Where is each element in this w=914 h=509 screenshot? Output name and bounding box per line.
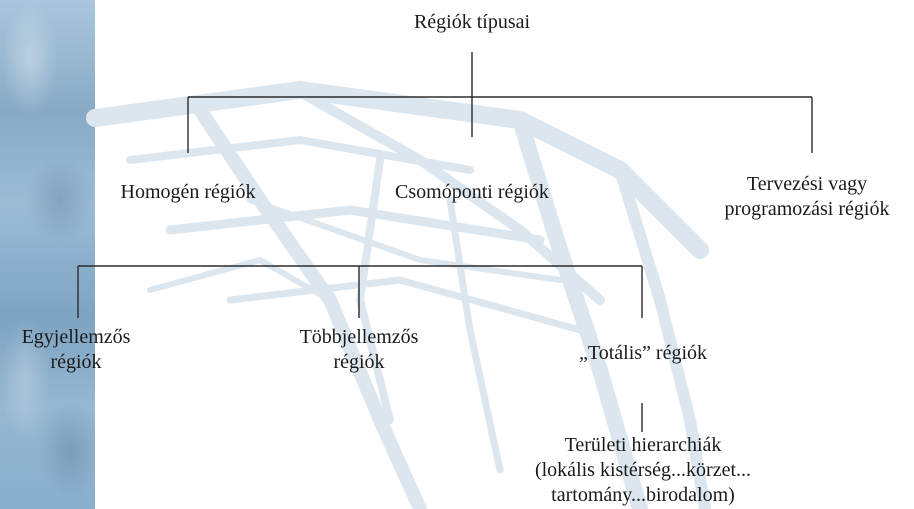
tobbjellemzos-label-line2: régiók (333, 351, 385, 373)
node-csomoponti-regiok: Csomóponti régiók (360, 181, 584, 203)
node-homogen-regiok: Homogén régiók (88, 181, 288, 203)
totalis-label: „Totális” régiók (579, 342, 707, 364)
node-tervezesi-regiok: Tervezési vagy programozási régiók (700, 172, 914, 222)
node-teruleti-hierarchiak: Területi hierarchiák (lokális kistérség.… (508, 433, 778, 508)
decorative-photo-strip (0, 0, 95, 509)
tervezesi-label-line1: Tervezési vagy (746, 173, 868, 195)
tobbjellemzos-label-line1: Többjellemzős (299, 326, 419, 348)
teruleti-label-line2: (lokális kistérség...körzet... (534, 459, 752, 481)
node-tobbjellemzos-regiok: Többjellemzős régiók (284, 325, 434, 375)
teruleti-label-line1: Területi hierarchiák (564, 434, 722, 456)
tervezesi-label-line2: programozási régiók (724, 198, 890, 220)
teruleti-label-line3: tartomány...birodalom) (551, 484, 735, 506)
root-label: Régiók típusai (413, 11, 531, 33)
csomoponti-label: Csomóponti régiók (395, 181, 549, 203)
egyjellemzos-label-line1: Egyjellemzős (21, 326, 131, 348)
root-node: Régiók típusai (372, 11, 572, 33)
egyjellemzos-label-line2: régiók (50, 351, 102, 373)
node-egyjellemzos-regiok: Egyjellemzős régiók (0, 325, 152, 375)
node-totalis-regiok: „Totális” régiók (548, 342, 738, 364)
homogen-label: Homogén régiók (120, 181, 256, 203)
